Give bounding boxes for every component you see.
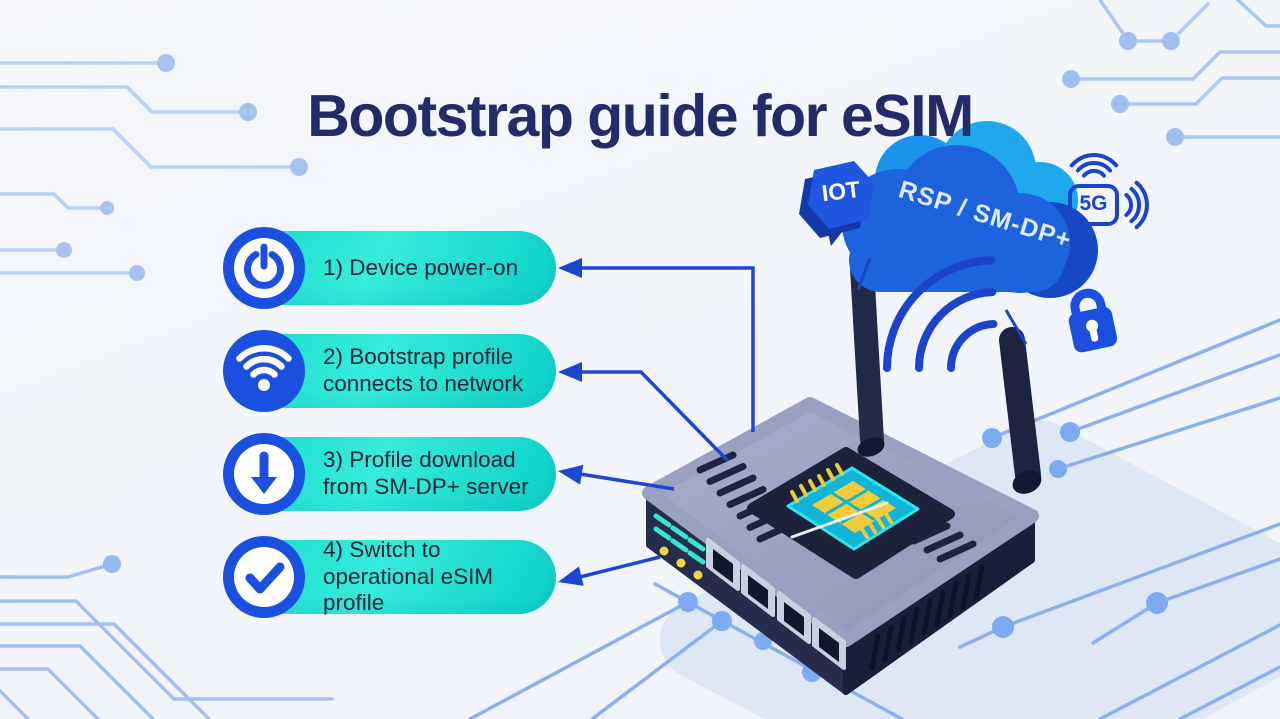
step-1-label: 1) Device power-on <box>323 254 519 280</box>
iot-badge <box>799 161 874 246</box>
router-side-vents <box>869 563 985 671</box>
step-2-label: 2) Bootstrap profile connects to network <box>323 344 524 396</box>
step-4-pill: 4) Switch to operational eSIM profile <box>223 536 556 618</box>
wifi-signal-icon <box>883 256 998 372</box>
5g-icon-label: 5G <box>1079 192 1108 215</box>
step-3-pill: 3) Profile download from SM-DP+ server <box>223 433 556 515</box>
page-title: Bootstrap guide for eSIM <box>307 82 974 149</box>
step-1-pill: 1) Device power-on <box>223 227 556 309</box>
router-ethernet-ports <box>706 538 846 670</box>
step-4-label: 4) Switch to operational eSIM profile <box>323 537 494 616</box>
arrow-step-1 <box>580 266 755 432</box>
check-icon <box>222 535 306 619</box>
arrowheads <box>558 258 584 586</box>
arrow-step-2 <box>580 370 730 463</box>
5g-icon <box>1068 153 1149 230</box>
router-illustration <box>642 256 1042 695</box>
download-icon <box>222 432 306 516</box>
cloud-rsp-smdp <box>842 121 1098 298</box>
lock-icon <box>1068 288 1118 353</box>
router-antenna-right <box>999 327 1041 488</box>
esim-chip <box>747 447 955 579</box>
power-icon <box>222 226 306 310</box>
step-3-label: 3) Profile download from SM-DP+ server <box>323 447 529 499</box>
step-arrows <box>579 266 755 579</box>
router-antenna-left <box>850 256 1042 494</box>
arrow-step-4 <box>579 555 661 579</box>
step-2-pill: 2) Bootstrap profile connects to network <box>223 330 556 412</box>
arrow-step-3 <box>579 472 675 491</box>
cloud-links <box>856 257 1028 345</box>
wifi-icon <box>222 329 306 413</box>
router-status-leds <box>653 513 706 580</box>
